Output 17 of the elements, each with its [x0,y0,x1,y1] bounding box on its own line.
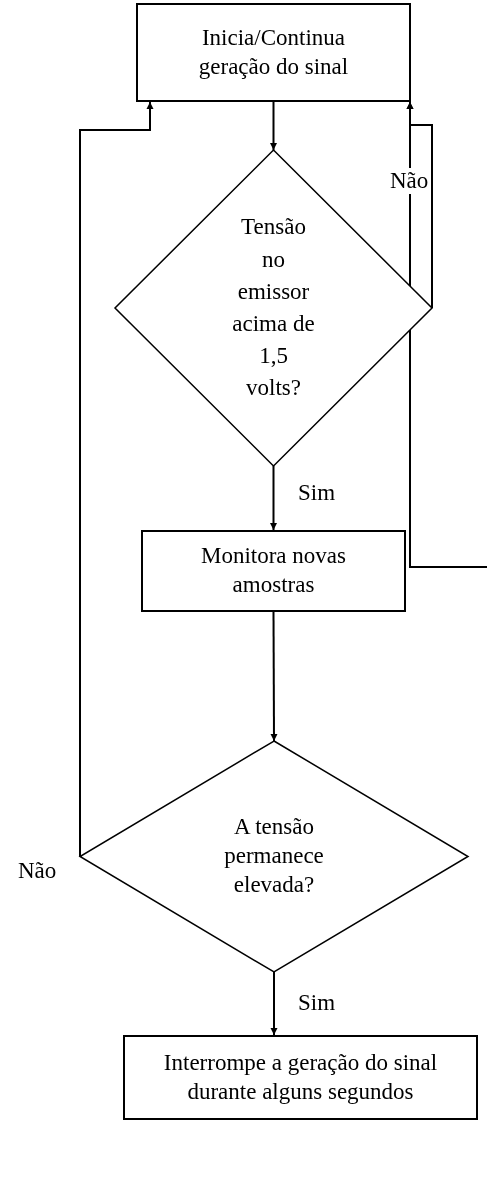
box-text: Monitora novas amostras [200,542,347,599]
arrow [270,101,277,151]
decision-text: A tensão permanece elevada? [223,813,325,899]
process-box [123,1035,478,1120]
decision-text: Tensão no emissor acima de 1,5 volts? [231,213,316,403]
process-box [136,3,411,102]
process-box [141,530,406,612]
arrow [406,101,488,568]
arrow [270,971,278,1036]
box-text: Inicia/Continua geração do sinal [197,23,350,81]
arrow [270,465,277,531]
edge-label: Não [388,168,431,194]
decision-diamond [80,741,468,972]
arrow [270,611,278,742]
decision-diamond [115,150,432,466]
box-text: Interrompe a geração do sinal durante alguns segundos [162,1048,439,1106]
arrow [79,101,154,858]
